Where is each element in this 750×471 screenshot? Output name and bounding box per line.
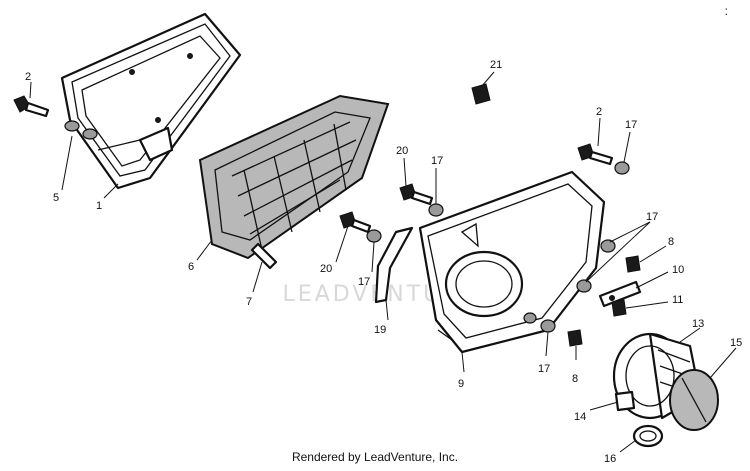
callout-9: 9 [458,378,464,390]
callout-19: 19 [374,324,386,336]
part-15-outer-filter [669,369,719,431]
callout-2-right: 2 [596,106,602,118]
part-2-bolt-left [13,95,50,118]
callout-6: 6 [188,261,194,273]
callout-10: 10 [672,264,684,276]
callout-11: 11 [672,294,683,306]
callout-14: 14 [574,411,586,423]
part-5-grommets [64,120,98,140]
callout-20-lower: 20 [320,263,332,275]
leader-lines [29,71,737,453]
part-7-filter-cage [231,121,357,270]
part-17-washer-lower-middle [540,319,556,333]
corner-mark: : [724,4,728,18]
callout-20-upper: 20 [396,145,408,157]
callout-17-right: 17 [646,211,658,223]
part-17-washer-upper-middle [428,203,444,217]
part-1-cover [60,12,242,190]
part-8-clip-upper [625,255,641,273]
part-17-washers-right [576,239,616,293]
footer-credit: Rendered by LeadVenture, Inc. [291,450,459,464]
callout-17-lower-left: 17 [358,276,370,288]
callout-8-lower: 8 [572,373,578,385]
part-20-bolt-upper [399,183,434,206]
part-9-case [418,170,606,354]
part-20-bolt-lower [339,211,372,234]
part-17-washer-upper-right [614,161,630,175]
part-21-clip [471,83,491,105]
part-17-washer-lower-left [366,229,382,243]
part-2-bolt-right [577,143,614,166]
callout-13: 13 [692,318,704,330]
part-10-bracket [598,280,642,308]
callout-17-lower-middle: 17 [538,363,550,375]
callout-16: 16 [604,453,616,465]
part-19-hose [374,226,414,304]
part-6-filter-element [198,94,390,260]
callout-5: 5 [53,192,59,204]
part-11-nut [611,299,627,317]
callout-8-upper: 8 [668,236,674,248]
callout-17-upper-right: 17 [625,119,637,131]
callout-15: 15 [730,337,742,349]
callouts: 2 5 1 6 7 20 17 21 2 17 20 17 19 17 8 10… [25,59,742,465]
callout-17-upper-middle: 17 [431,155,443,167]
part-14-band-clamp [614,390,636,412]
callout-2-left: 2 [25,71,31,83]
callout-7: 7 [246,296,252,308]
part-16-ring-clamp [632,424,664,448]
callout-1: 1 [96,200,102,212]
callout-21: 21 [490,59,502,71]
part-8-clip-lower [567,329,583,347]
